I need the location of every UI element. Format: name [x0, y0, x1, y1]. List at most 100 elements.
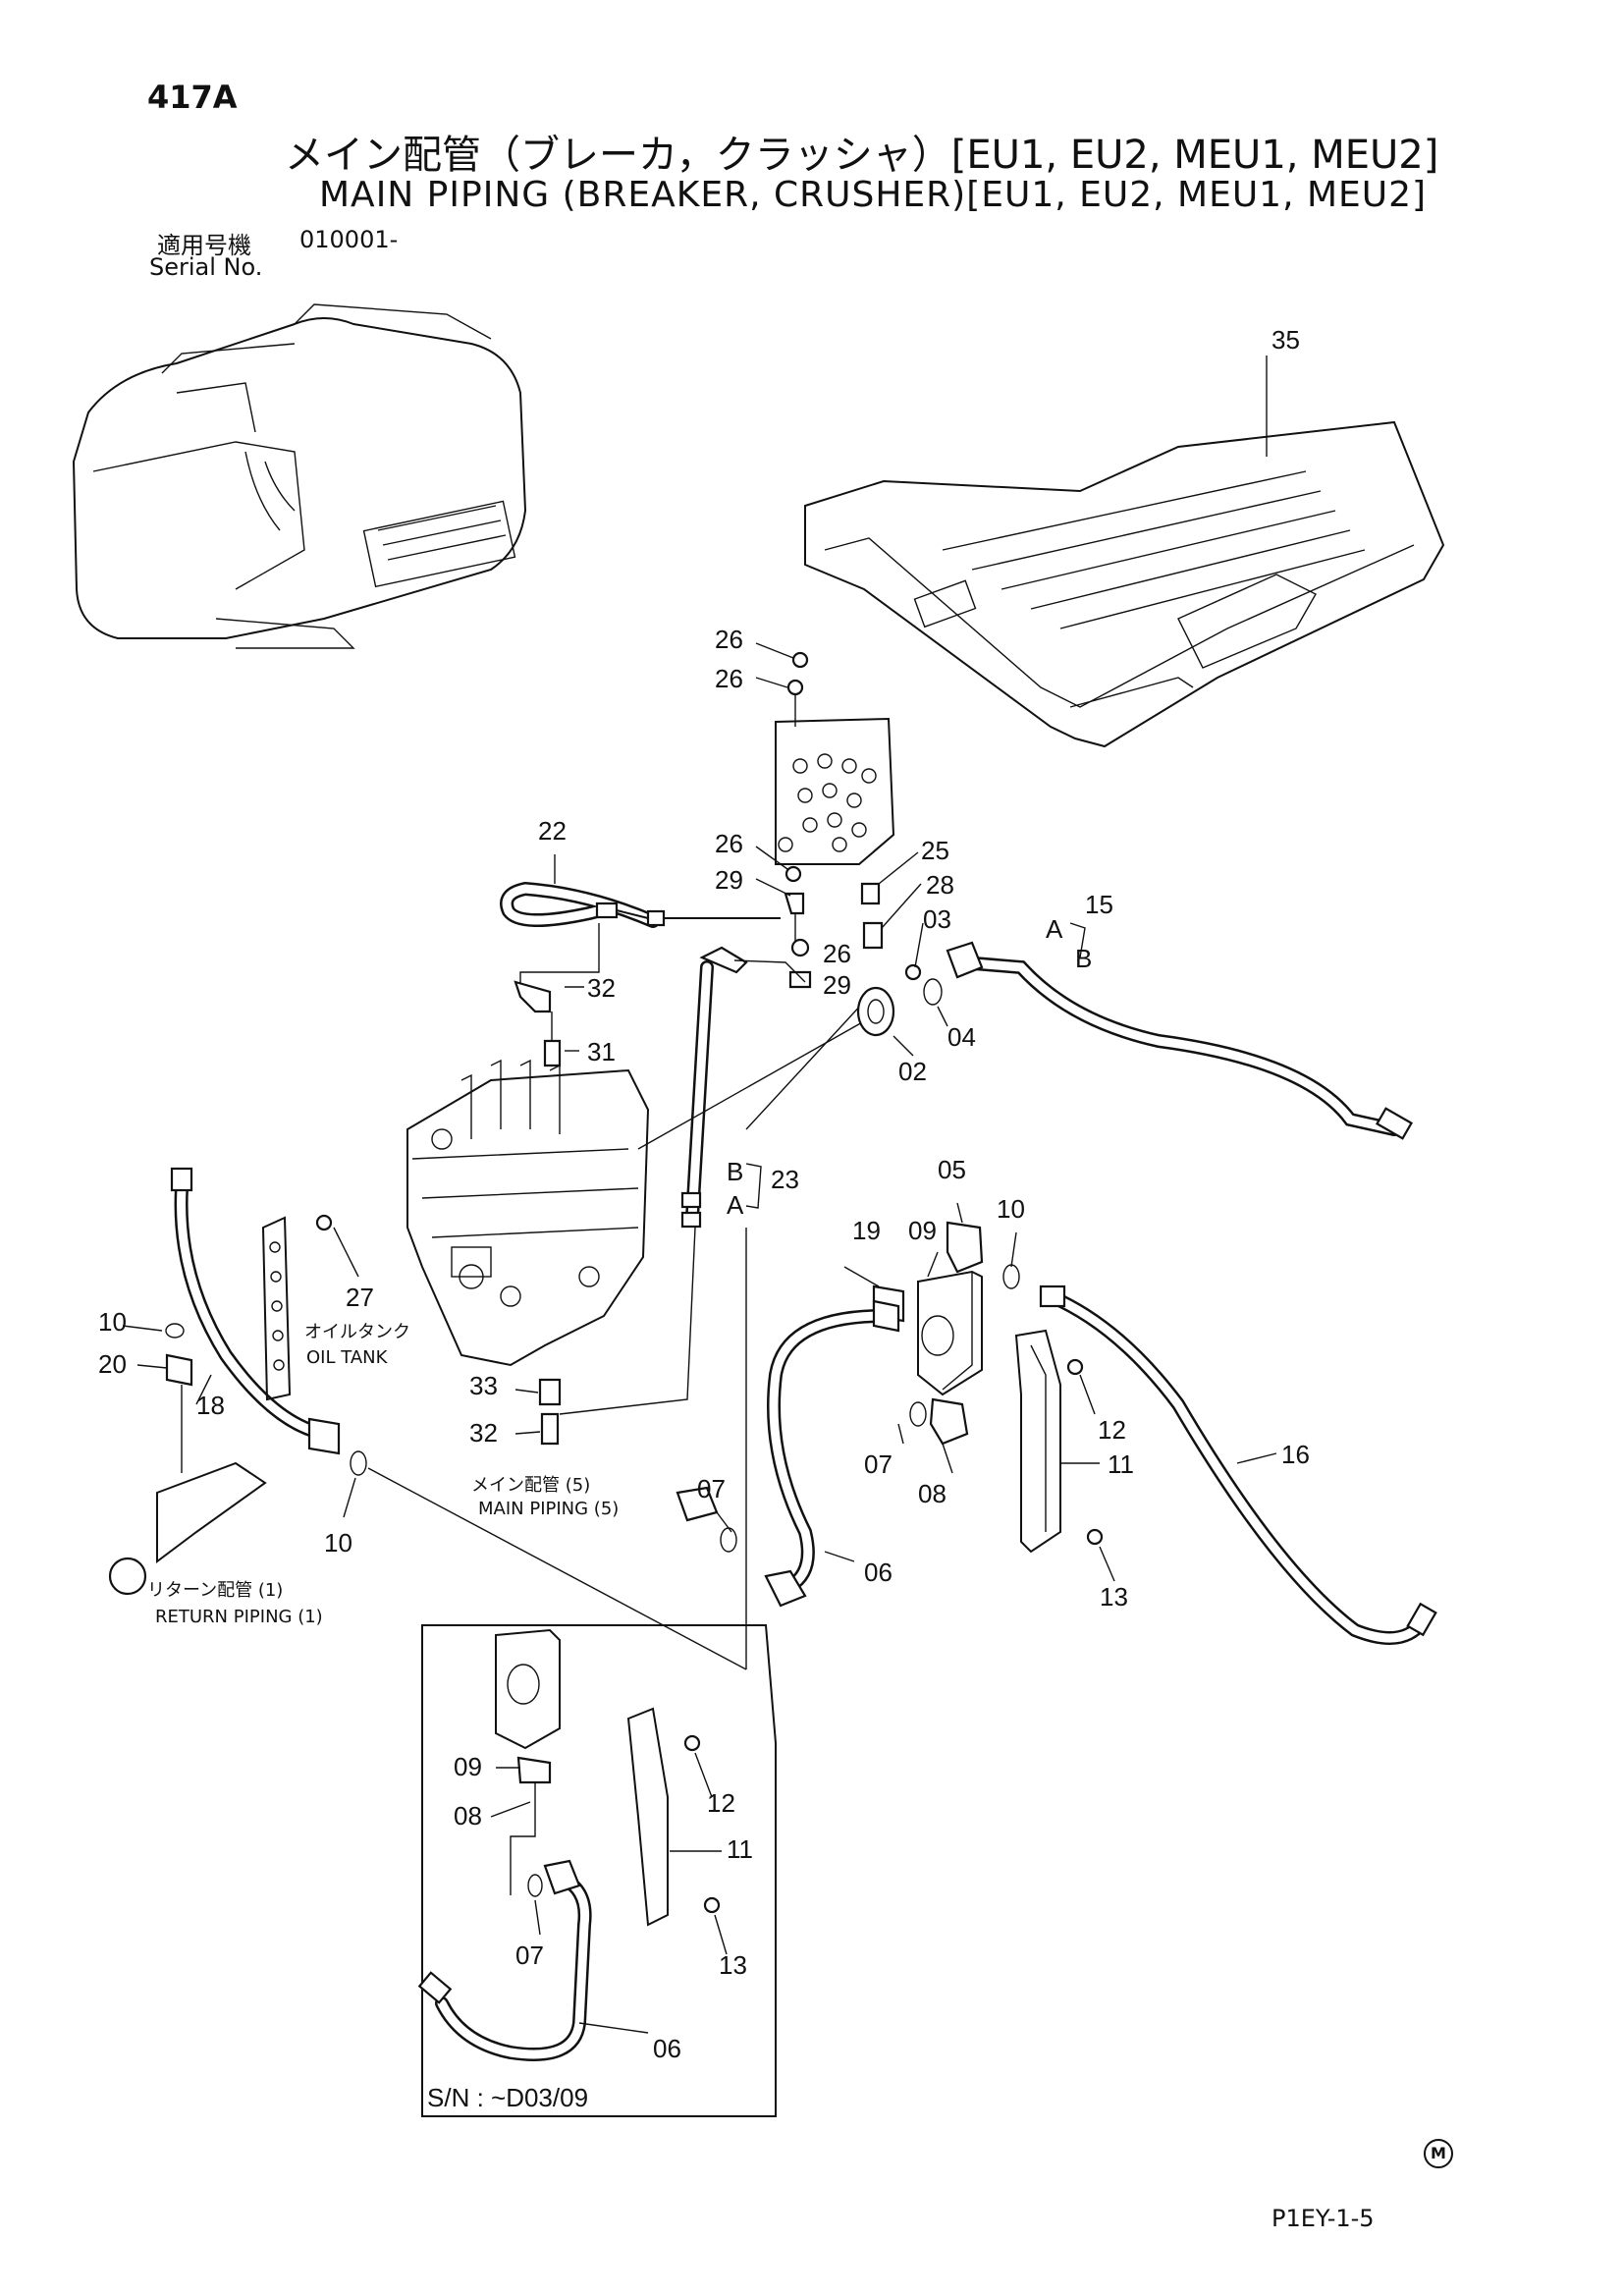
- valve-block: [775, 717, 895, 865]
- page-title-jp: メイン配管（ブレーカ，クラッシャ）[EU1, EU2, MEU1, MEU2]: [285, 133, 1439, 178]
- callout-16: 16: [1281, 1440, 1310, 1469]
- bolt-03: [904, 963, 922, 981]
- fitting-33: [538, 1378, 562, 1406]
- oring-07: [909, 1401, 927, 1427]
- callout-13a: 13: [1100, 1582, 1128, 1612]
- oil-tank-caption-en: OIL TANK: [306, 1347, 389, 1368]
- oring-04: [923, 978, 943, 1006]
- page-code: 417A: [147, 79, 238, 116]
- fitting-25: [860, 882, 881, 905]
- excavator-overview: [72, 303, 527, 649]
- callout-27: 27: [346, 1283, 374, 1312]
- callout-29a: 29: [715, 865, 743, 895]
- callout-23-a: A: [727, 1190, 744, 1220]
- callout-12a: 12: [1098, 1415, 1126, 1445]
- fitting-26-stack: [784, 651, 812, 989]
- callout-31: 31: [587, 1037, 616, 1066]
- callout-10a: 10: [997, 1194, 1025, 1224]
- callout-28: 28: [926, 870, 954, 900]
- floor-plate: [804, 420, 1445, 748]
- callout-02: 02: [898, 1057, 927, 1086]
- bolt-13: [1086, 1528, 1104, 1546]
- callout-23-b: B: [727, 1157, 743, 1186]
- leader-lines: [122, 642, 1277, 2034]
- callout-35: 35: [1271, 325, 1300, 355]
- fitting-28: [862, 921, 884, 950]
- flange-02: [856, 986, 895, 1037]
- callout-26a: 26: [715, 625, 743, 654]
- callout-29b: 29: [823, 970, 851, 1000]
- control-valve: [406, 1059, 650, 1367]
- bracket-11: [1014, 1329, 1061, 1554]
- callout-32a: 32: [587, 973, 616, 1003]
- callout-26d: 26: [823, 939, 851, 968]
- return-piping-caption-en: RETURN PIPING (1): [155, 1607, 323, 1627]
- callout-09b: 09: [454, 1752, 482, 1781]
- callout-10c: 10: [324, 1528, 352, 1558]
- callout-25: 25: [921, 836, 949, 865]
- callout-33: 33: [469, 1371, 498, 1400]
- gasket-27: [261, 1214, 333, 1401]
- fitting-32-lower: [540, 1412, 560, 1446]
- callout-04: 04: [947, 1022, 976, 1052]
- oring-07-lower: [720, 1527, 737, 1553]
- fitting-31: [543, 1039, 562, 1067]
- callout-19: 19: [852, 1216, 881, 1245]
- oring-10-left: [165, 1323, 185, 1339]
- page-title-en: MAIN PIPING (BREAKER, CRUSHER)[EU1, EU2,…: [319, 175, 1428, 215]
- callout-20: 20: [98, 1349, 127, 1379]
- hose-16: [1039, 1285, 1437, 1645]
- callout-15-b: B: [1075, 944, 1092, 973]
- serial-value: 010001-: [299, 226, 399, 253]
- serial-label-jp: 適用号機: [157, 232, 251, 259]
- callout-06a: 06: [864, 1558, 893, 1587]
- callout-08b: 08: [454, 1801, 482, 1831]
- inset-box: [417, 1624, 777, 2117]
- main-piping-caption-en: MAIN PIPING (5): [478, 1499, 619, 1519]
- callout-15: 15: [1085, 890, 1113, 919]
- callout-22: 22: [538, 816, 567, 846]
- return-piping-fitting: [108, 1461, 267, 1596]
- elbow-05: [946, 1221, 984, 1274]
- inset-serial-range: S/N : ~D03/09: [427, 2083, 588, 2112]
- callout-11a: 11: [1108, 1449, 1134, 1479]
- elbow-32: [514, 980, 552, 1013]
- elbow-08: [929, 1397, 969, 1446]
- main-piping-caption-jp: メイン配管 (5): [471, 1475, 590, 1496]
- block-09: [917, 1270, 983, 1396]
- oring-10-lower: [350, 1450, 367, 1476]
- hose-23: [680, 946, 748, 1229]
- callout-26c: 26: [715, 829, 743, 858]
- callout-26b: 26: [715, 664, 743, 693]
- serial-label-en: Serial No.: [149, 253, 263, 281]
- hose-06: [764, 1299, 900, 1608]
- oring-10: [1002, 1264, 1020, 1289]
- callout-labels: 35 26 26 22 26 29 25 28 03 15 A B 26 29 …: [98, 325, 1310, 2063]
- m-mark: M: [1424, 2139, 1453, 2168]
- bolt-12: [1066, 1358, 1084, 1376]
- hose-18: [170, 1167, 341, 1455]
- callout-23: 23: [771, 1165, 799, 1194]
- callout-12b: 12: [707, 1788, 735, 1818]
- callout-06b: 06: [653, 2034, 681, 2063]
- callout-13b: 13: [719, 1950, 747, 1980]
- callout-11b: 11: [727, 1834, 753, 1864]
- callout-15-a: A: [1046, 914, 1063, 944]
- hose-15: [946, 941, 1413, 1140]
- hose-22: [500, 881, 781, 928]
- callout-03: 03: [923, 904, 951, 934]
- oil-tank-caption-jp: オイルタンク: [304, 1322, 410, 1342]
- callout-18: 18: [196, 1391, 225, 1420]
- callout-07c: 07: [515, 1941, 544, 1970]
- callout-05: 05: [938, 1155, 966, 1184]
- return-piping-caption-jp: リターン配管 (1): [147, 1580, 283, 1601]
- footer-code: P1EY-1-5: [1271, 2205, 1375, 2232]
- adapter-20: [165, 1353, 193, 1387]
- callout-07a: 07: [864, 1449, 893, 1479]
- callout-32b: 32: [469, 1418, 498, 1448]
- callout-07b: 07: [697, 1474, 726, 1503]
- callout-09a: 09: [908, 1216, 937, 1245]
- callout-08a: 08: [918, 1479, 947, 1508]
- callout-10b: 10: [98, 1307, 127, 1337]
